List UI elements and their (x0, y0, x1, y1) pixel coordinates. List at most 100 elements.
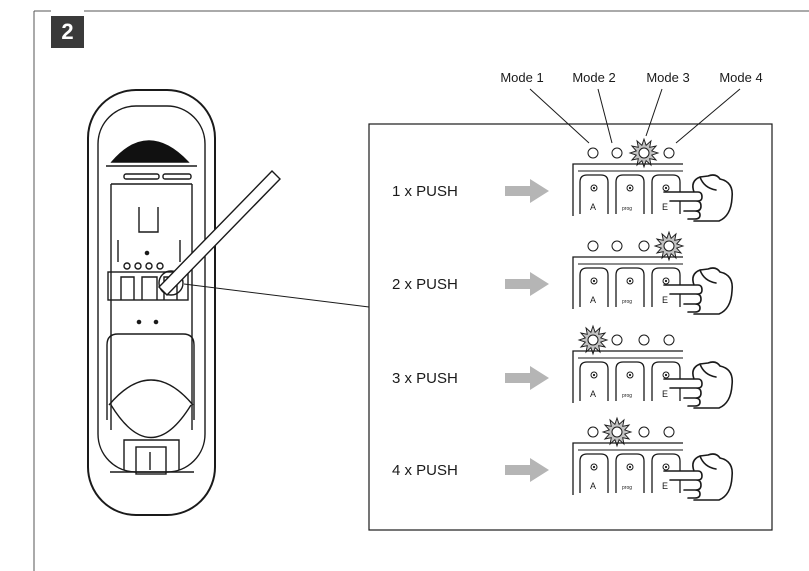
button-led-center (592, 186, 596, 190)
button-led (662, 463, 670, 471)
button-led-center (628, 465, 632, 469)
button-led-center (664, 186, 668, 190)
button-led (590, 184, 598, 192)
device-clip (138, 207, 159, 233)
button-led (626, 184, 634, 192)
button-prog (615, 267, 645, 307)
push-arrow (505, 272, 549, 296)
pin-tool (158, 170, 281, 296)
button-a-label: A (590, 389, 596, 399)
button-led (590, 463, 598, 471)
button-led-center (628, 186, 632, 190)
mode-led (638, 240, 650, 252)
button-a-label: A (590, 295, 596, 305)
button-e (651, 361, 681, 401)
mode-led (587, 334, 599, 346)
button-e-label: E (662, 202, 668, 212)
button-prog (615, 174, 645, 214)
mode-label-3: Mode 3 (646, 70, 689, 85)
mode-led (663, 426, 675, 438)
button-panel-outline (572, 256, 683, 309)
device-button-prog (141, 276, 158, 300)
button-led-center (664, 279, 668, 283)
push-arrow (505, 458, 549, 482)
button-prog (615, 361, 645, 401)
button-led (662, 184, 670, 192)
page-frame (33, 10, 809, 571)
button-led (626, 463, 634, 471)
button-led-center (664, 373, 668, 377)
mode-led (638, 147, 650, 159)
device-bottom-cutout (123, 439, 180, 470)
device-button-a (120, 276, 135, 300)
pointing-hand-icon (663, 361, 734, 409)
device-lens-bottom (110, 404, 192, 439)
device-top-sensor (110, 140, 190, 163)
button-a (579, 453, 609, 493)
mode-labels: Mode 1 Mode 2 Mode 3 Mode 4 (500, 70, 763, 144)
button-a (579, 361, 609, 401)
button-prog-label: prog (622, 393, 632, 399)
push-arrow (505, 179, 549, 203)
button-a-label: A (590, 481, 596, 491)
button-led-center (628, 373, 632, 377)
device-lens-arc (108, 379, 194, 406)
device-led-1 (123, 262, 131, 270)
push-count-label: 4 x PUSH (392, 462, 458, 479)
mode-leader-1 (529, 88, 590, 144)
device-dot-2 (136, 319, 142, 325)
button-led-center (592, 465, 596, 469)
device-led-4 (156, 262, 164, 270)
device-slot-left (123, 173, 160, 180)
button-led (626, 277, 634, 285)
button-led (590, 371, 598, 379)
button-e (651, 174, 681, 214)
button-panel-outline (572, 350, 683, 403)
mode-leader-3 (645, 88, 663, 137)
step-number-badge: 2 (51, 16, 84, 48)
pointing-hand-icon (663, 174, 734, 222)
push-arrow (505, 366, 549, 390)
button-panel-outline (572, 163, 683, 216)
mode-led (587, 426, 599, 438)
button-panel-outline (572, 442, 683, 495)
button-e (651, 453, 681, 493)
device-dot (144, 250, 150, 256)
mode-led (587, 240, 599, 252)
button-a-label: A (590, 202, 596, 212)
button-led (590, 277, 598, 285)
button-e-label: E (662, 481, 668, 491)
zoom-leader-line (183, 283, 370, 308)
mode-label-4: Mode 4 (719, 70, 762, 85)
device-button-strip (107, 271, 189, 301)
detail-panel (368, 123, 773, 531)
device-overview (87, 89, 216, 516)
push-count-label: 1 x PUSH (392, 183, 458, 200)
mode-led (663, 240, 675, 252)
button-e (651, 267, 681, 307)
button-e-label: E (662, 389, 668, 399)
mode-leader-4 (675, 88, 741, 144)
push-count-label: 3 x PUSH (392, 370, 458, 387)
push-count-label: 2 x PUSH (392, 276, 458, 293)
mode-led (638, 334, 650, 346)
button-e-label: E (662, 295, 668, 305)
button-prog (615, 453, 645, 493)
button-prog-label: prog (622, 206, 632, 212)
mode-led (587, 147, 599, 159)
mode-led (638, 426, 650, 438)
button-led-center (664, 465, 668, 469)
device-lower-panel (106, 333, 195, 420)
button-led-center (592, 279, 596, 283)
button-led-center (592, 373, 596, 377)
device-led-2 (134, 262, 142, 270)
device-dot-3 (153, 319, 159, 325)
device-slot-right (162, 173, 192, 180)
